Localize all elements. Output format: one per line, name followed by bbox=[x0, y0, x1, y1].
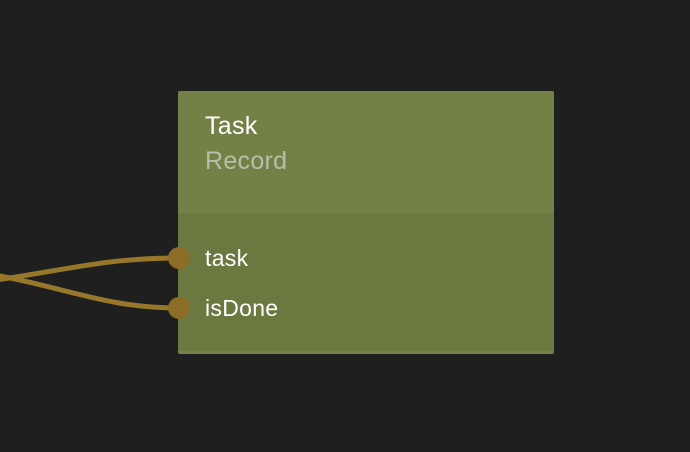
node-body: task isDone bbox=[178, 213, 554, 351]
wire-to-isdone-input[interactable] bbox=[0, 272, 182, 311]
node-title: Task bbox=[205, 112, 258, 140]
input-port-row-isdone: isDone bbox=[178, 293, 554, 323]
node-subtitle: Record bbox=[205, 147, 288, 175]
input-port-row-task: task bbox=[178, 243, 554, 273]
input-socket-task[interactable] bbox=[168, 247, 190, 269]
node-header[interactable]: Task Record bbox=[178, 91, 554, 213]
input-port-label-isdone: isDone bbox=[205, 294, 279, 321]
input-port-label-task: task bbox=[205, 244, 249, 271]
node-task[interactable]: Task Record task isDone bbox=[178, 91, 554, 354]
input-socket-isdone[interactable] bbox=[168, 297, 190, 319]
